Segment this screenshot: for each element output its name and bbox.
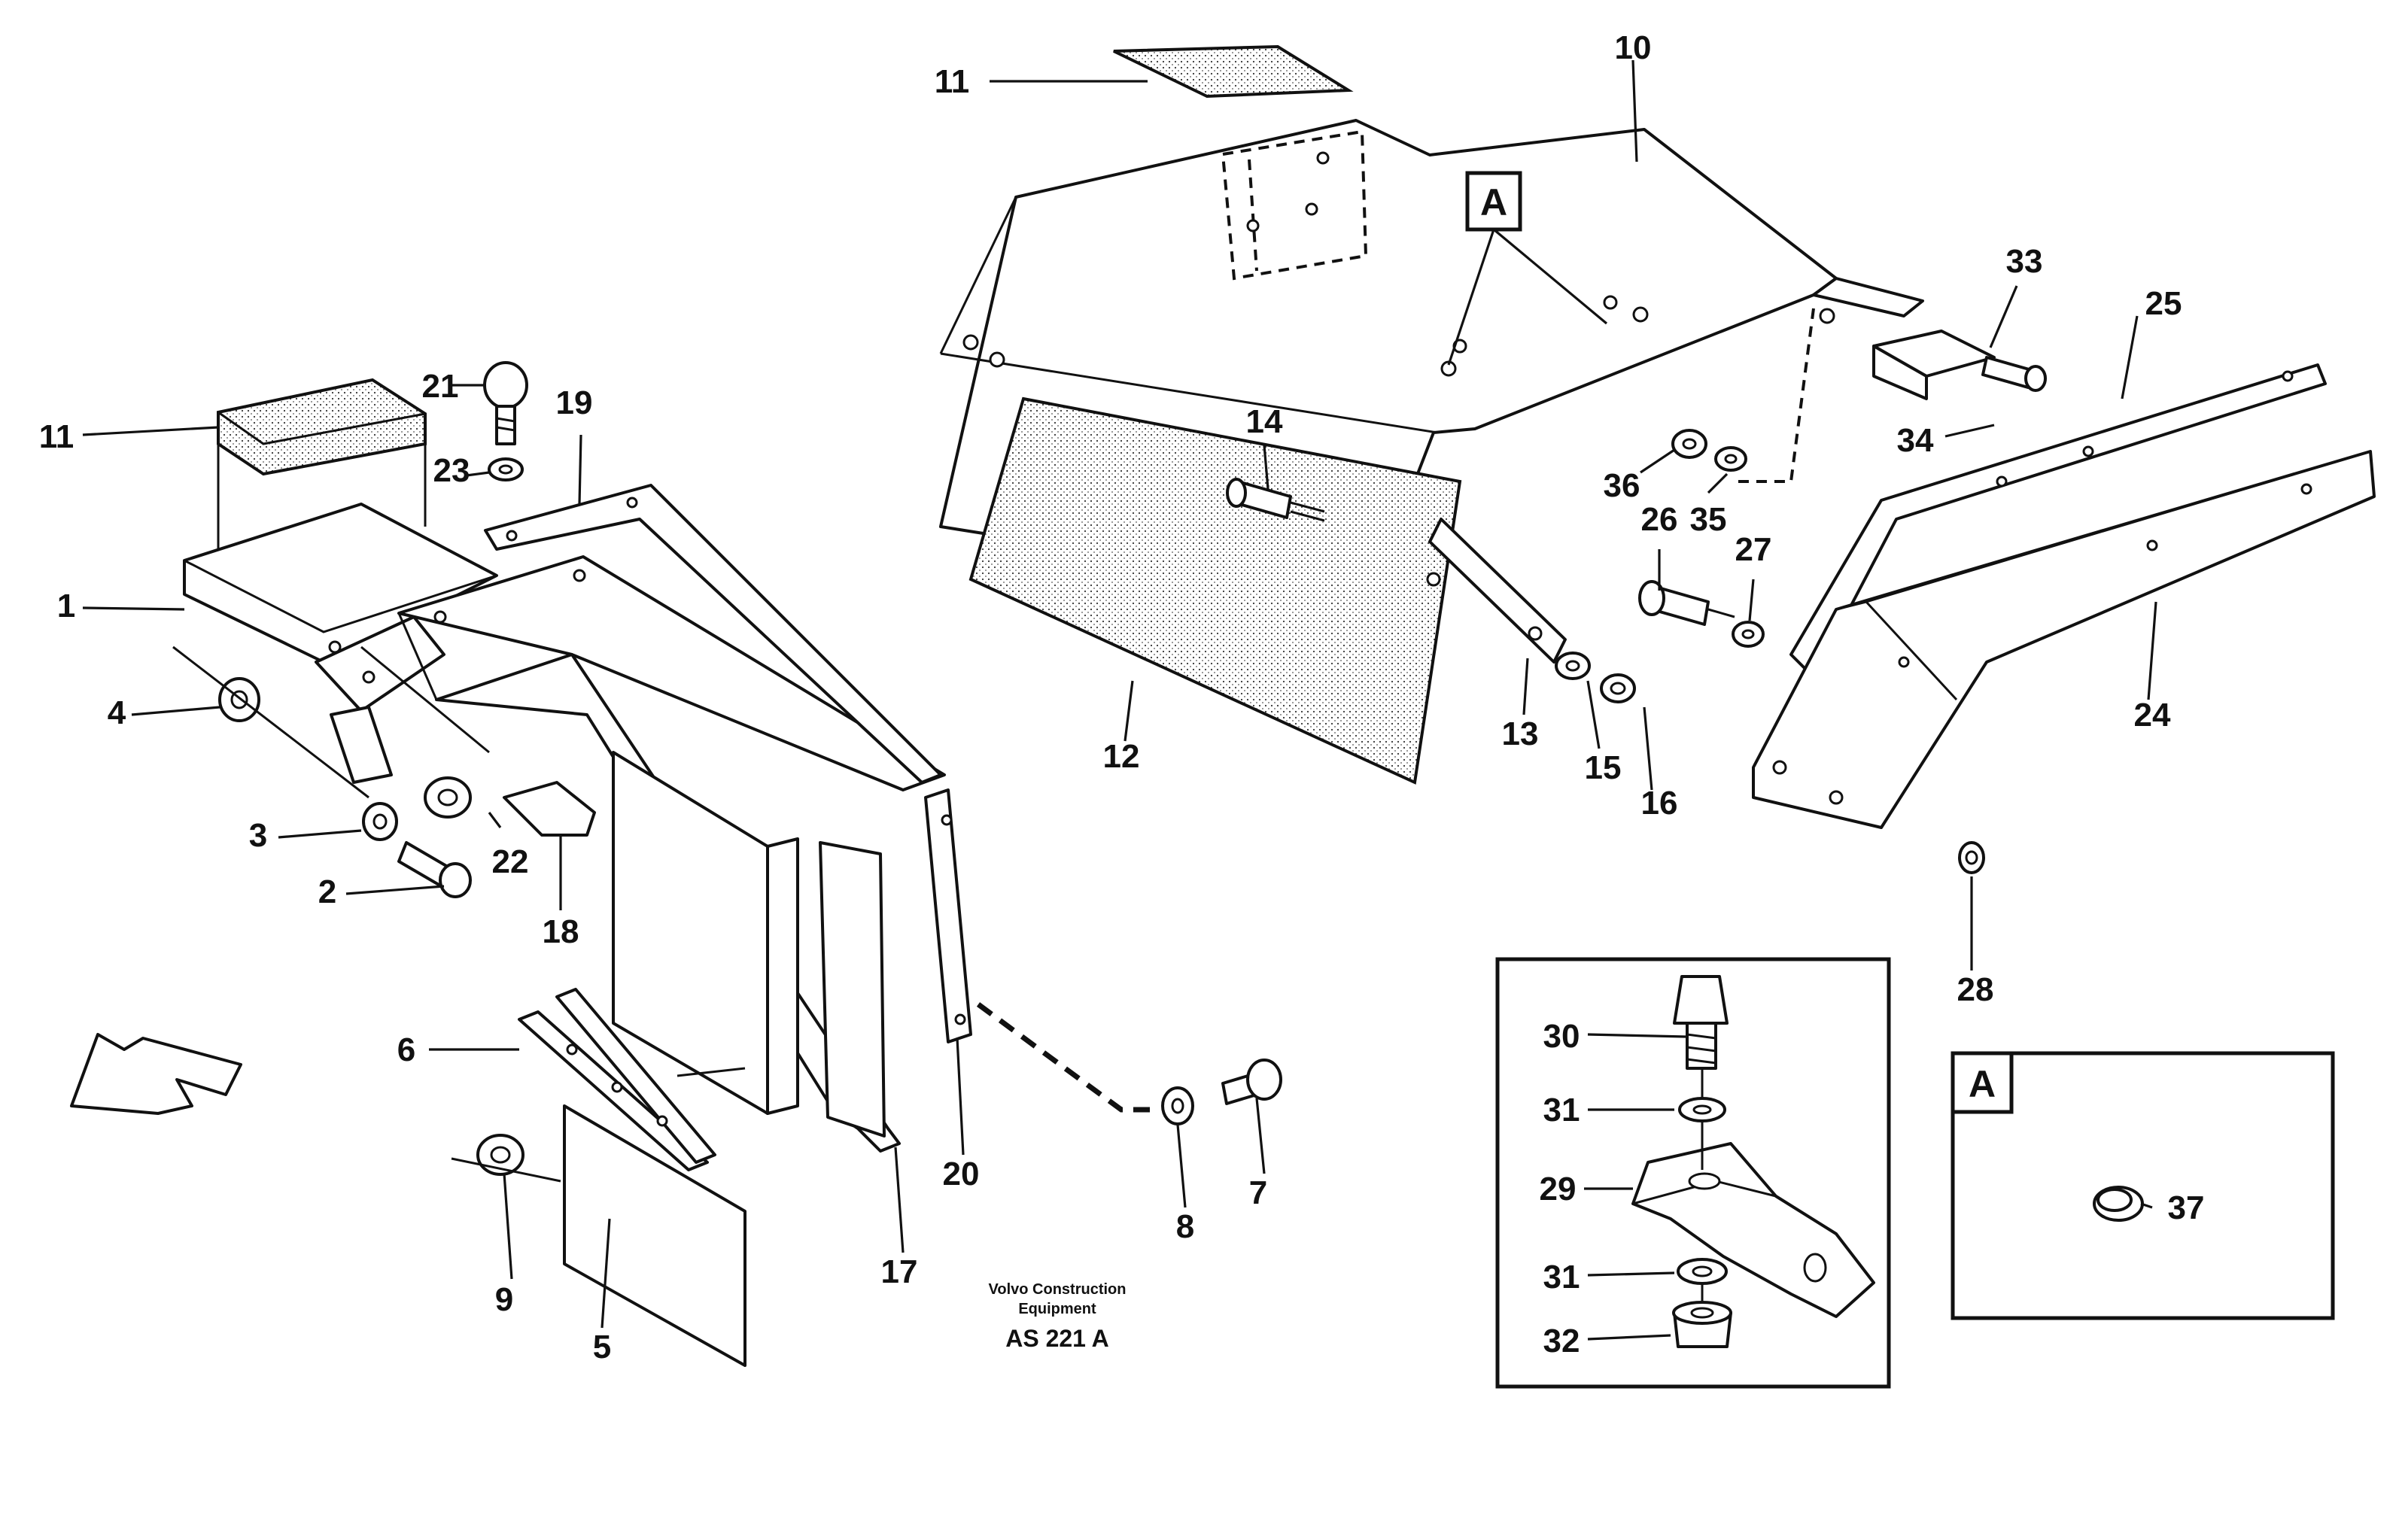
strip-part-20: [924, 788, 972, 1043]
callout-labels: 11 10 11 1 4 3 2 21 23 19 22 18 6 9 5 17…: [39, 29, 2205, 1365]
top-pad-part-11: [1113, 44, 1354, 99]
callout-14: 14: [1246, 403, 1283, 440]
bracket-part-1: [183, 503, 498, 664]
view-marker-main: A: [1447, 171, 1608, 366]
callout-4: 4: [108, 694, 126, 731]
callout-36: 36: [1604, 467, 1640, 504]
washer-part-35: [1714, 446, 1747, 472]
washer-part-3: [362, 802, 398, 841]
callout-8: 8: [1176, 1208, 1194, 1245]
callout-leaders: [82, 59, 2157, 1341]
callout-3: 3: [249, 817, 267, 854]
washer-part-31-top: [1678, 1097, 1726, 1122]
bolt-part-26: [1638, 580, 1735, 626]
nut-part-32: [1672, 1301, 1732, 1348]
nut-part-16: [1600, 673, 1636, 703]
callout-29: 29: [1540, 1171, 1577, 1207]
bolt-part-7: [1221, 1059, 1282, 1105]
detail-box-a-label: A: [1969, 1063, 1996, 1105]
callout-19: 19: [556, 384, 593, 421]
nut-part-22: [424, 776, 472, 819]
washer-part-15: [1555, 652, 1591, 680]
callout-34: 34: [1897, 422, 1934, 459]
bolt-part-14: [1226, 478, 1325, 522]
callout-37: 37: [2168, 1189, 2205, 1226]
callout-2: 2: [318, 873, 336, 910]
callout-22: 22: [492, 843, 529, 880]
callout-26: 26: [1641, 501, 1678, 538]
callout-31-top: 31: [1543, 1092, 1580, 1128]
footer-line1: Volvo Construction: [989, 1281, 1127, 1298]
washer-part-31-bottom: [1677, 1258, 1728, 1285]
mud-flap-part-12: [968, 396, 1462, 785]
nut-part-28: [1958, 841, 1985, 874]
bolt-part-2: [397, 841, 472, 898]
clip-part-18: [503, 781, 596, 837]
callout-27: 27: [1735, 531, 1772, 568]
nut-part-36: [1671, 429, 1707, 459]
callout-23: 23: [433, 452, 470, 489]
view-marker-main-label: A: [1480, 181, 1507, 223]
callout-10: 10: [1615, 29, 1652, 66]
callout-17: 17: [881, 1253, 918, 1290]
callout-15: 15: [1585, 749, 1622, 786]
pad-part-11: [217, 378, 427, 476]
callout-28: 28: [1957, 971, 1994, 1008]
fender-assembly: [183, 378, 1151, 1367]
callout-33: 33: [2006, 243, 2043, 280]
pad-part-33: [1872, 330, 1996, 400]
washer-part-27: [1732, 621, 1765, 648]
callout-18: 18: [543, 913, 579, 950]
callout-6: 6: [397, 1031, 415, 1068]
bracket-part-24: [1752, 450, 2376, 829]
plug-part-37: [2093, 1186, 2144, 1222]
bolt-part-21: [483, 361, 528, 445]
callout-35: 35: [1690, 501, 1727, 538]
bolt-part-30: [1673, 975, 1729, 1070]
strip-part-19: [484, 484, 942, 784]
bracket-part-29: [1631, 1142, 1875, 1318]
callout-12: 12: [1103, 738, 1140, 775]
callout-9: 9: [495, 1281, 513, 1318]
callout-25: 25: [2145, 285, 2182, 322]
callout-31-bottom: 31: [1543, 1259, 1580, 1295]
nut-part-9: [476, 1134, 525, 1176]
callout-32: 32: [1543, 1323, 1580, 1359]
detail-box-a: A: [1951, 1051, 2335, 1320]
callout-30: 30: [1543, 1018, 1580, 1055]
callout-7: 7: [1249, 1174, 1267, 1211]
callout-11-left: 11: [39, 418, 74, 455]
mud-flap-part-5: [563, 1104, 746, 1367]
callout-1: 1: [57, 588, 75, 624]
callout-20: 20: [943, 1156, 980, 1192]
callout-13: 13: [1502, 715, 1539, 752]
washer-part-8: [1161, 1086, 1194, 1125]
callout-21: 21: [422, 368, 459, 405]
callout-24: 24: [2134, 697, 2171, 734]
footer-line2: Equipment: [1018, 1301, 1096, 1317]
nut-part-4: [218, 677, 260, 722]
footer-block: Volvo Construction Equipment AS 221 A: [989, 1281, 1127, 1352]
footer-code: AS 221 A: [1005, 1325, 1109, 1352]
detail-box-bracket: [1495, 957, 1891, 1389]
cover-assembly: [939, 44, 1924, 785]
callout-5: 5: [593, 1329, 611, 1365]
callout-11-top: 11: [935, 63, 970, 100]
fender-part-17: [397, 555, 946, 791]
bolt-part-34: [1981, 356, 2047, 392]
strip-part-13: [1428, 518, 1567, 664]
washer-part-23: [488, 457, 524, 481]
direction-arrow-icon: [70, 1033, 242, 1115]
callout-16: 16: [1641, 785, 1678, 822]
